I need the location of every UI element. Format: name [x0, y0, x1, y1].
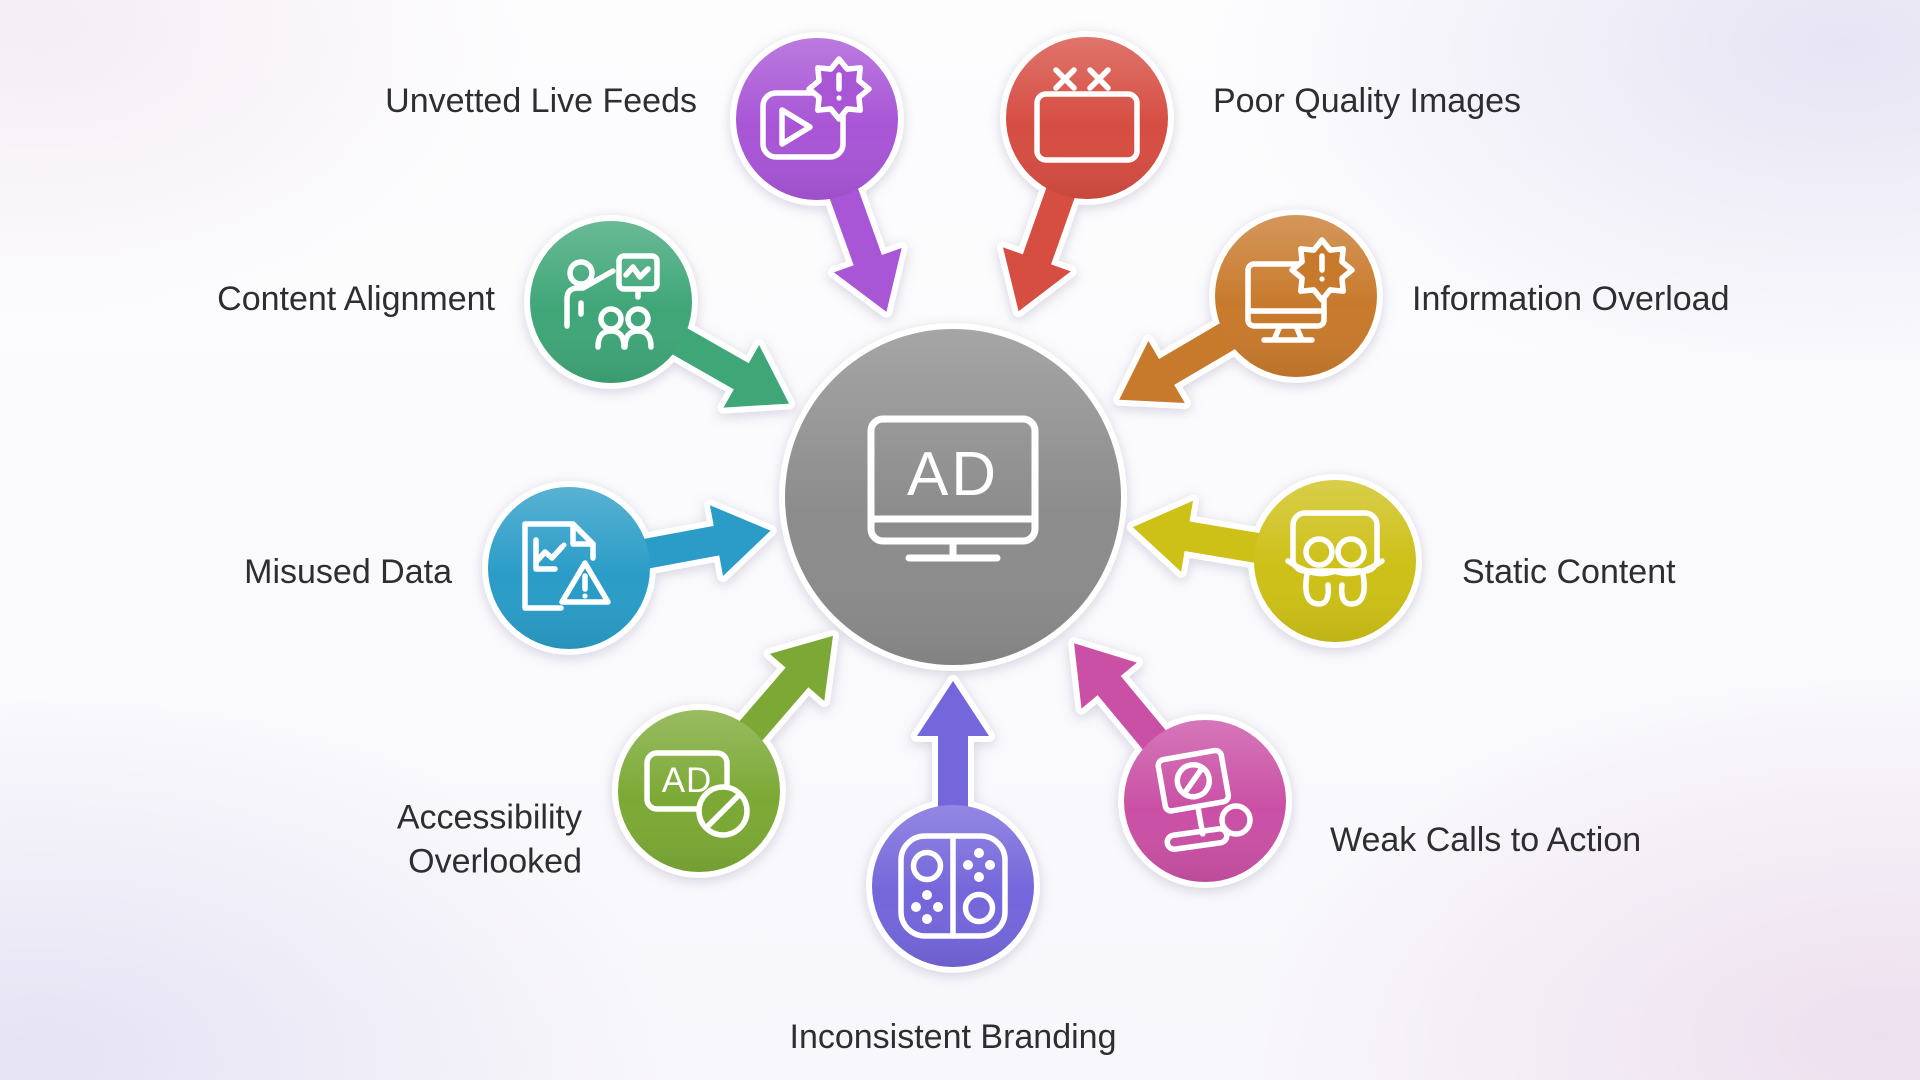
center-ad-text: AD — [907, 440, 999, 509]
slideshow-icon — [1285, 510, 1385, 607]
node-unvetted-live-feeds — [730, 32, 920, 324]
presentation-audience-icon — [564, 253, 660, 350]
node-information-overload — [1101, 209, 1383, 431]
broken-image-icon — [1034, 67, 1140, 163]
label-poor-quality-images: Poor Quality Images — [1213, 82, 1522, 121]
label-content-alignment: Content Alignment — [217, 280, 495, 319]
video-alert-icon — [760, 59, 869, 160]
node-weak-calls-to-action — [1046, 620, 1292, 888]
label-unvetted-live-feeds: Unvetted Live Feeds — [385, 82, 697, 121]
protest-sign-icon — [1155, 747, 1253, 852]
ad-blocked-icon: AD — [644, 750, 750, 838]
label-inconsistent-branding: Inconsistent Branding — [789, 1018, 1117, 1057]
ad-monitor-icon: AD — [867, 415, 1039, 562]
label-accessibility-overlooked: Accessibility Overlooked — [396, 798, 582, 880]
node-static-content — [1127, 474, 1422, 648]
node-misused-data — [482, 481, 777, 655]
node-accessibility-overlooked: AD — [612, 612, 860, 878]
controller-dots — [911, 848, 995, 924]
node-poor-quality-images — [985, 31, 1174, 323]
label-weak-calls-to-action: Weak Calls to Action — [1330, 821, 1642, 860]
center-node: AD — [779, 323, 1127, 671]
node-content-alignment — [524, 215, 807, 435]
label-static-content: Static Content — [1462, 553, 1676, 592]
controller-icon — [898, 833, 1008, 939]
label-information-overload: Information Overload — [1412, 280, 1730, 319]
data-warning-icon — [522, 521, 611, 611]
node-inconsistent-branding — [866, 681, 1040, 973]
monitor-alert-icon — [1245, 240, 1352, 343]
label-misused-data: Misused Data — [244, 553, 452, 592]
